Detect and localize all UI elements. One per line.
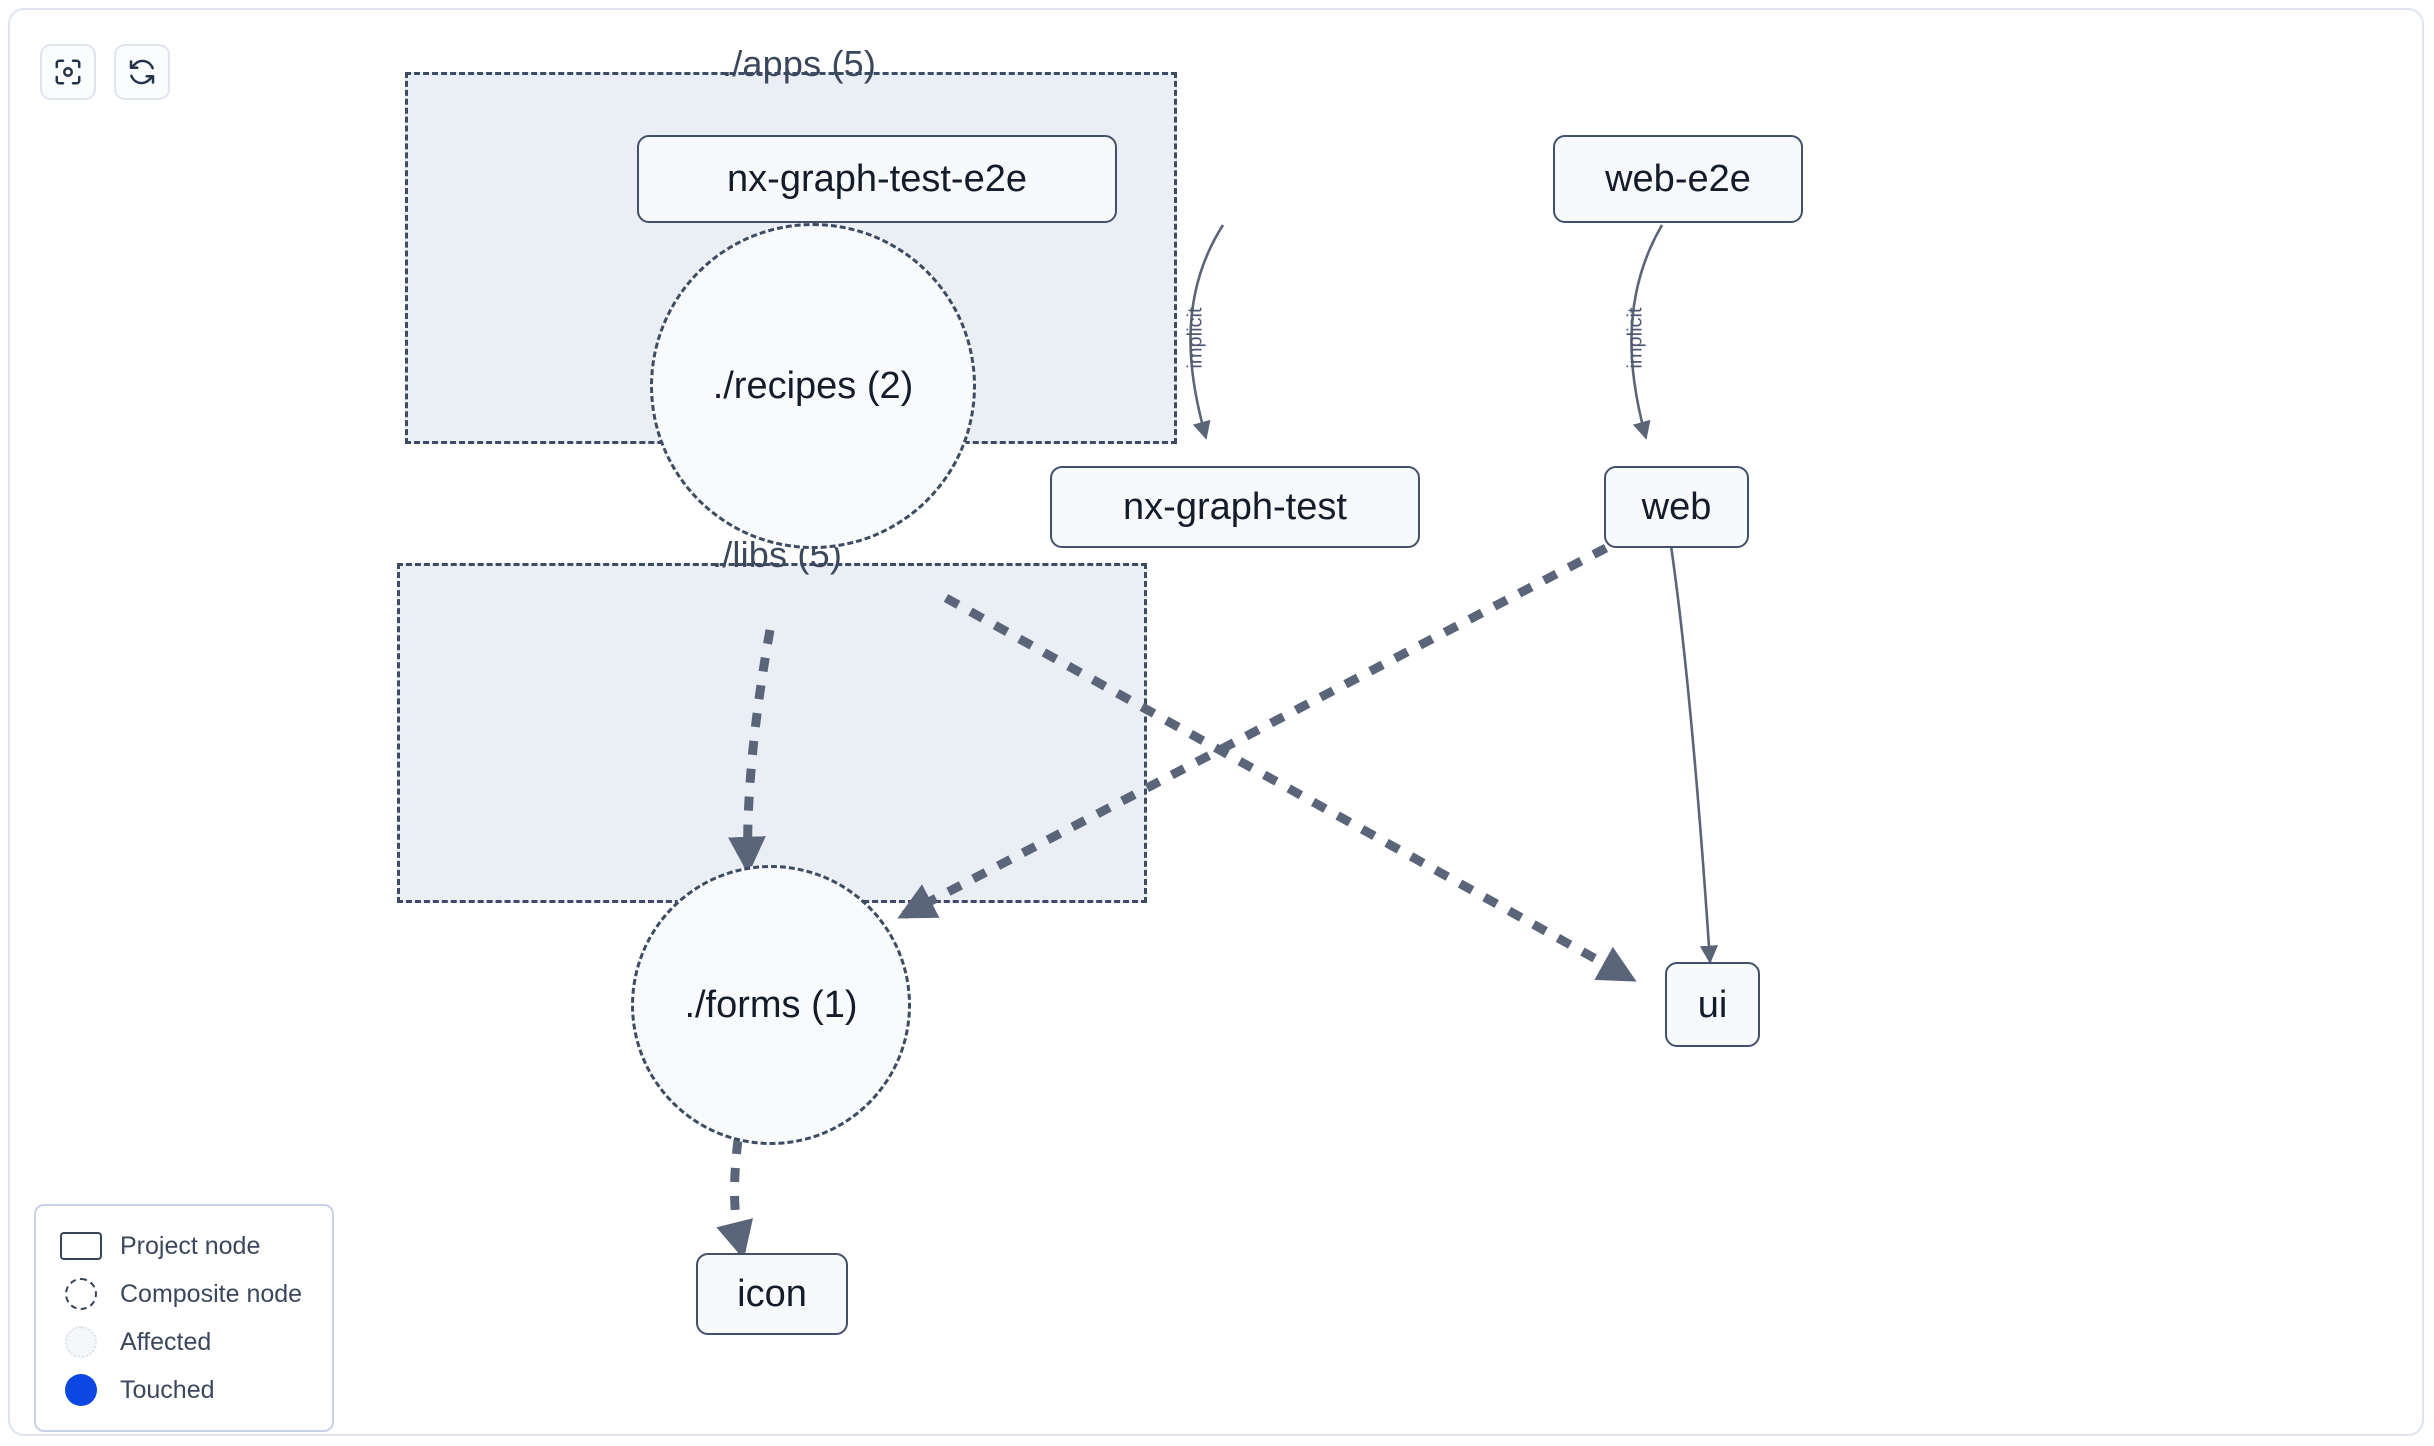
node-label: web [1641,486,1712,528]
edge-web-e2e-to-web[interactable] [1630,224,1664,440]
group-label-apps: ./apps (5) [722,43,877,84]
legend-label: Project node [120,1231,261,1260]
node-web[interactable]: web [1604,466,1749,548]
edge-web-to-forms[interactable] [897,544,1609,919]
refresh-graph-button[interactable] [114,44,170,100]
legend-item-composite-node: Composite node [56,1270,312,1318]
graph-toolbar [40,44,170,100]
edge-recipes-to-ui[interactable] [943,594,1637,982]
project-node-swatch [56,1232,106,1260]
legend-label: Touched [120,1375,215,1404]
focus-graph-button[interactable] [40,44,96,100]
node-icon[interactable]: icon [696,1253,848,1335]
affected-swatch [56,1326,106,1358]
refresh-icon [127,57,157,87]
node-label: ./forms (1) [684,984,858,1026]
graph-canvas[interactable]: ./apps (5) ./libs (5) implicit implicit [8,8,2424,1436]
legend-label: Composite node [120,1279,303,1308]
node-nx-graph-test-e2e[interactable]: nx-graph-test-e2e [637,135,1117,223]
edge-recipes-to-forms[interactable] [728,629,775,875]
legend-label: Affected [120,1327,212,1356]
node-forms[interactable]: ./forms (1) [631,865,911,1145]
node-label: nx-graph-test-e2e [727,158,1027,200]
viewfinder-focus-icon [53,57,83,87]
legend-item-affected: Affected [56,1318,312,1366]
composite-node-swatch [56,1278,106,1310]
node-nx-graph-test[interactable]: nx-graph-test [1050,466,1420,548]
graph-edge-layer [716,224,1719,1260]
legend-item-project-node: Project node [56,1222,312,1270]
edge-label-implicit-web: implicit [1624,307,1647,369]
graph-legend: Project node Composite node Affected Tou… [34,1204,334,1432]
node-label: ./recipes (2) [712,365,914,407]
node-label: ui [1697,983,1728,1026]
touched-swatch [56,1374,106,1406]
node-label: web-e2e [1605,158,1751,200]
edge-web-to-ui[interactable] [1668,538,1719,964]
node-recipes[interactable]: ./recipes (2) [650,223,976,549]
node-label: icon [737,1273,807,1315]
edge-forms-to-icon[interactable] [716,1139,754,1260]
edge-nx-graph-test-e2e-to-nx-graph-test[interactable] [1189,224,1225,440]
node-ui[interactable]: ui [1665,962,1760,1047]
node-web-e2e[interactable]: web-e2e [1553,135,1803,223]
node-label: nx-graph-test [1123,486,1347,528]
edge-label-implicit-nx-graph-test: implicit [1184,307,1207,369]
legend-item-touched: Touched [56,1366,312,1414]
